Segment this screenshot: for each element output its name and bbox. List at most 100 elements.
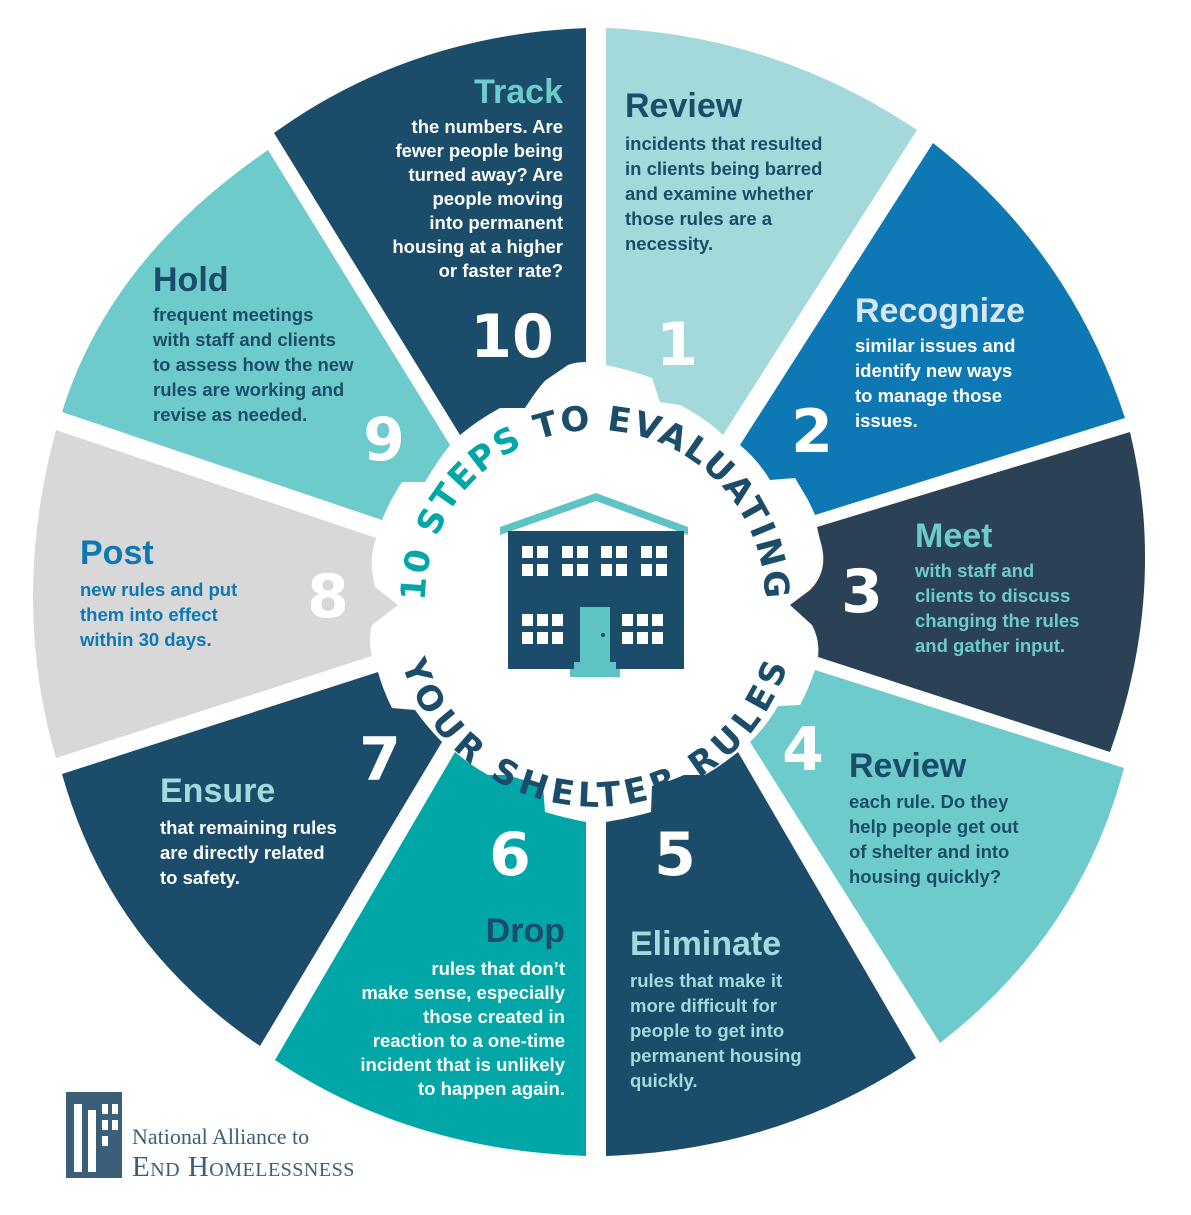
segment-3-wedge bbox=[790, 432, 1146, 752]
segment-1-wedge bbox=[606, 28, 917, 435]
step-10-line: fewer people being bbox=[395, 140, 563, 161]
segment-2-wedge bbox=[740, 143, 1125, 515]
step-7-body: that remaining rules are directly related… bbox=[160, 817, 337, 888]
step-9-line: rules are working and bbox=[153, 379, 344, 400]
step-7-title: Ensure bbox=[160, 772, 275, 810]
step-4-line: housing quickly? bbox=[849, 866, 1001, 887]
step-9-title: Hold bbox=[153, 261, 229, 299]
step-7-line: to safety. bbox=[160, 867, 240, 888]
step-6-line: those created in bbox=[423, 1006, 565, 1027]
step-4-line: each rule. Do they bbox=[849, 791, 1009, 812]
step-5-line: people to get into bbox=[630, 1020, 784, 1041]
step-2-line: identify new ways bbox=[855, 360, 1012, 381]
step-3-line: changing the rules bbox=[915, 610, 1079, 631]
step-4-body: each rule. Do they help people get out of … bbox=[849, 791, 1019, 887]
step-9-line: revise as needed. bbox=[153, 404, 307, 425]
logo-line-1: National Alliance to bbox=[132, 1124, 309, 1149]
step-2-line: similar issues and bbox=[855, 335, 1015, 356]
step-1-line: those rules are a bbox=[625, 208, 773, 229]
step-3-line: with staff and bbox=[914, 560, 1034, 581]
step-5-number: 5 bbox=[654, 820, 696, 890]
step-4-title: Review bbox=[849, 747, 967, 785]
step-3-number: 3 bbox=[841, 557, 883, 627]
step-1-line: necessity. bbox=[625, 233, 713, 254]
step-8-body: new rules and put them into effect within … bbox=[79, 579, 237, 650]
step-1-title: Review bbox=[625, 87, 743, 125]
step-6-title: Drop bbox=[486, 912, 565, 950]
step-5-line: permanent housing bbox=[630, 1045, 802, 1066]
step-8-line: within 30 days. bbox=[79, 629, 212, 650]
step-3: 3 Meet with staff and clients to discuss cha… bbox=[841, 517, 1079, 656]
step-9-number: 9 bbox=[363, 405, 405, 475]
step-6-line: reaction to a one-time bbox=[373, 1030, 565, 1051]
step-8-number: 8 bbox=[307, 562, 349, 632]
step-9-line: to assess how the new bbox=[153, 354, 354, 375]
step-1: 1 Review incidents that resulted in clients… bbox=[625, 87, 822, 380]
step-10-title: Track bbox=[474, 73, 563, 111]
step-10: 10 Track the numbers. Are fewer people bein… bbox=[392, 73, 563, 372]
logo-line-2: End Homelessness bbox=[132, 1151, 355, 1183]
step-6-body: rules that don’t make sense, especially th… bbox=[360, 958, 565, 1099]
step-6-line: rules that don’t bbox=[431, 958, 565, 979]
step-3-line: and gather input. bbox=[915, 635, 1065, 656]
step-6-line: to happen again. bbox=[418, 1078, 565, 1099]
segment-9-wedge bbox=[62, 150, 450, 520]
step-2-line: issues. bbox=[855, 410, 918, 431]
step-8-line: new rules and put bbox=[80, 579, 237, 600]
step-10-line: housing at a higher bbox=[392, 236, 563, 257]
step-5-line: quickly. bbox=[630, 1070, 698, 1091]
segment-8-wedge bbox=[33, 430, 398, 758]
step-9-line: frequent meetings bbox=[153, 304, 313, 325]
step-5-title: Eliminate bbox=[630, 925, 781, 963]
step-9-body: frequent meetings with staff and clients t… bbox=[152, 304, 354, 425]
step-1-line: and examine whether bbox=[625, 183, 813, 204]
step-10-line: into permanent bbox=[429, 212, 563, 233]
step-6-number: 6 bbox=[489, 820, 531, 890]
step-2-title: Recognize bbox=[855, 292, 1025, 330]
segment-5-wedge bbox=[606, 752, 916, 1156]
step-10-line: or faster rate? bbox=[439, 260, 563, 281]
step-10-line: the numbers. Are bbox=[412, 116, 563, 137]
step-8: 8 Post new rules and put them into effect wi… bbox=[79, 534, 349, 650]
step-3-line: clients to discuss bbox=[915, 585, 1070, 606]
step-7-line: are directly related bbox=[160, 842, 325, 863]
step-3-title: Meet bbox=[915, 517, 992, 555]
step-3-body: with staff and clients to discuss changing… bbox=[914, 560, 1079, 656]
step-10-line: turned away? Are bbox=[408, 164, 563, 185]
step-5-line: rules that make it bbox=[630, 970, 782, 991]
step-2-body: similar issues and identify new ways to ma… bbox=[855, 335, 1015, 431]
step-7-line: that remaining rules bbox=[160, 817, 337, 838]
step-10-line: people moving bbox=[432, 188, 563, 209]
step-1-body: incidents that resulted in clients being … bbox=[625, 133, 822, 254]
step-8-title: Post bbox=[80, 534, 154, 572]
shelter-building-icon bbox=[500, 493, 688, 677]
step-9: 9 Hold frequent meetings with staff and cli… bbox=[152, 261, 405, 475]
segment-10-wedge bbox=[274, 28, 586, 435]
step-1-line: in clients being barred bbox=[625, 158, 822, 179]
step-4-line: of shelter and into bbox=[849, 841, 1009, 862]
step-4: 4 Review each rule. Do they help people get… bbox=[782, 715, 1018, 887]
alliance-logo-mark bbox=[66, 1092, 122, 1178]
segment-6-wedge bbox=[275, 752, 586, 1156]
step-9-line: with staff and clients bbox=[152, 329, 336, 350]
segment-7-wedge bbox=[62, 672, 442, 1046]
step-2: 2 Recognize similar issues and identify new… bbox=[791, 292, 1025, 467]
step-4-number: 4 bbox=[782, 715, 824, 785]
step-4-line: help people get out bbox=[849, 816, 1019, 837]
step-8-line: them into effect bbox=[80, 604, 218, 625]
step-10-number: 10 bbox=[470, 302, 554, 372]
segment-4-wedge bbox=[750, 670, 1124, 1043]
step-2-line: to manage those bbox=[855, 385, 1002, 406]
step-1-line: incidents that resulted bbox=[625, 133, 822, 154]
alliance-logo: National Alliance to End Homelessness bbox=[66, 1092, 355, 1183]
step-10-body: the numbers. Are fewer people being turned… bbox=[392, 116, 563, 281]
step-6-line: make sense, especially bbox=[361, 982, 565, 1003]
step-1-number: 1 bbox=[656, 310, 698, 380]
step-2-number: 2 bbox=[791, 397, 833, 467]
